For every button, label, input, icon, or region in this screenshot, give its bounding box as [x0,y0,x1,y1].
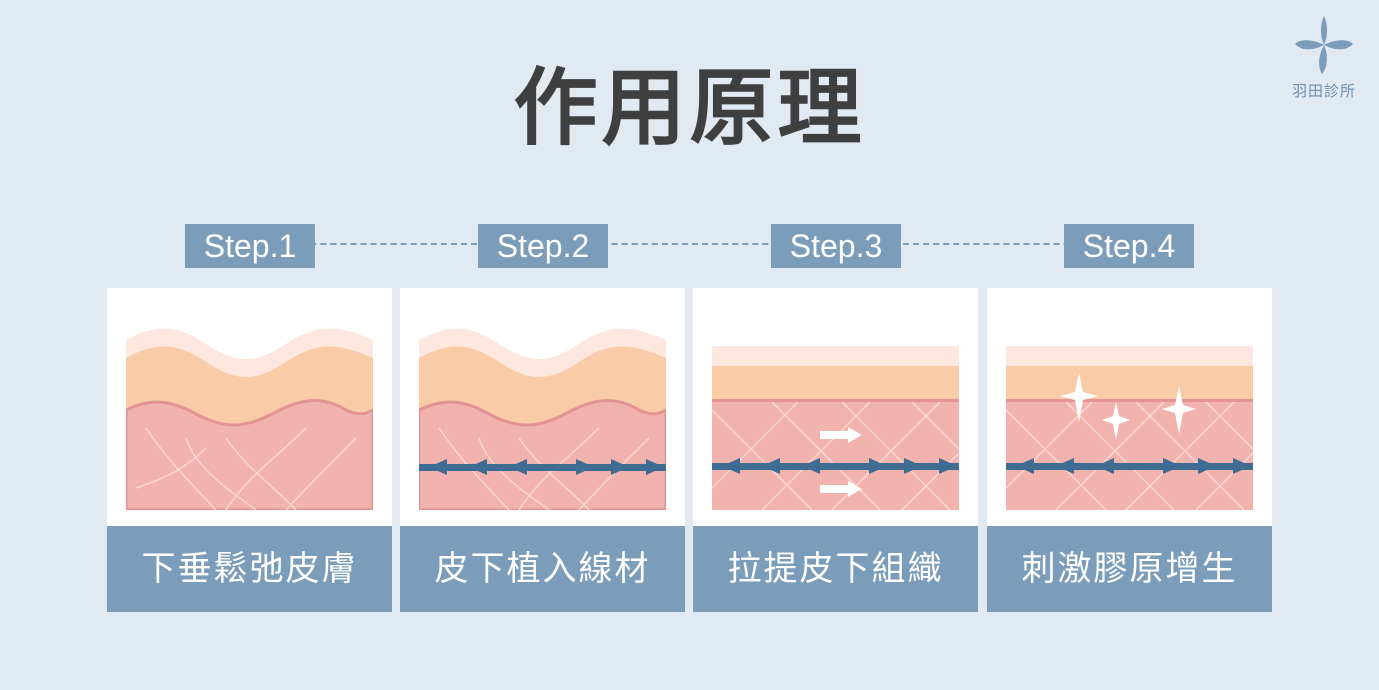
clinic-name: 羽田診所 [1291,82,1356,100]
sagging-skin-illustration [126,328,373,510]
step-caption-1: 下垂鬆弛皮膚 [107,526,392,612]
butterfly-logo-icon [1295,16,1353,74]
clinic-logo: 羽田診所 [1280,14,1368,101]
page-title: 作用原理 [513,59,866,157]
step-card-3: 拉提皮下組織 [693,288,978,612]
step-caption-4: 刺激膠原增生 [987,526,1272,612]
step-card-1: 下垂鬆弛皮膚 [107,288,392,612]
tissue-lift-illustration [712,346,959,510]
step-caption-2: 皮下植入線材 [400,526,685,612]
thread-insertion-illustration [419,328,666,510]
step-badge-1: Step.1 [185,224,315,268]
step-badge-2: Step.2 [478,224,608,268]
step-caption-3: 拉提皮下組織 [693,526,978,612]
sparkle-icon [1060,372,1196,440]
collagen-stimulation-illustration [1006,346,1253,510]
step-badge-4: Step.4 [1064,224,1194,268]
step-card-2: 皮下植入線材 [400,288,685,612]
step-card-4: 刺激膠原增生 [987,288,1272,612]
step-badge-3: Step.3 [771,224,901,268]
step-connector-line [250,243,1130,245]
